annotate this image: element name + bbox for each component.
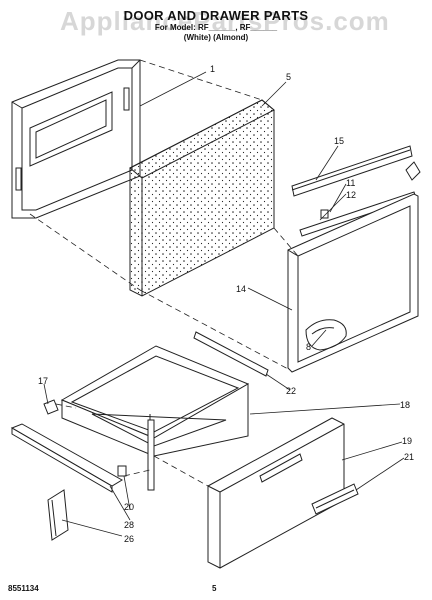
callout-22: 22 bbox=[286, 386, 296, 396]
leader-lines bbox=[43, 71, 405, 537]
watermark: AppliancePartsPros.com bbox=[60, 6, 390, 36]
callout-1: 1 bbox=[210, 64, 215, 74]
callout-labels: 1 5 15 11 12 14 8 17 22 18 19 21 20 28 2… bbox=[38, 64, 414, 544]
model-line: For Model: RF______, RF______ bbox=[154, 23, 278, 32]
part-22-drawer-rail bbox=[193, 331, 269, 377]
callout-26: 26 bbox=[124, 534, 134, 544]
alignment-lines bbox=[29, 59, 299, 487]
part-15-door-top-trim bbox=[291, 145, 413, 197]
callout-28: 28 bbox=[124, 520, 134, 530]
document-number: 8551134 bbox=[8, 584, 39, 593]
callout-8: 8 bbox=[306, 342, 311, 352]
part-26-clip bbox=[47, 489, 69, 541]
part-14-inner-door-liner bbox=[287, 193, 419, 373]
color-line: (White) (Almond) bbox=[183, 33, 249, 42]
page-title: DOOR AND DRAWER PARTS bbox=[123, 8, 309, 23]
callout-18: 18 bbox=[400, 400, 410, 410]
callout-11: 11 bbox=[346, 178, 355, 188]
callout-15: 15 bbox=[334, 136, 344, 146]
part-21-drawer-handle bbox=[311, 483, 359, 515]
callout-14: 14 bbox=[236, 284, 246, 294]
callout-5: 5 bbox=[286, 72, 291, 82]
page-number: 5 bbox=[212, 584, 217, 593]
part-20-side-rail bbox=[10, 423, 127, 493]
part-17-drawer-glide bbox=[43, 399, 59, 415]
callout-19: 19 bbox=[402, 436, 412, 446]
part-1-outer-door-panel bbox=[11, 59, 141, 219]
part-18-drawer-body bbox=[60, 345, 250, 491]
part-5-door-insulation bbox=[129, 99, 275, 297]
callout-21: 21 bbox=[404, 452, 414, 462]
callout-17: 17 bbox=[38, 376, 48, 386]
callout-20: 20 bbox=[124, 502, 134, 512]
diagram-header: DOOR AND DRAWER PARTS For Model: RF_____… bbox=[0, 8, 432, 43]
part-8-door-seal bbox=[305, 319, 347, 351]
callout-12: 12 bbox=[346, 190, 356, 200]
